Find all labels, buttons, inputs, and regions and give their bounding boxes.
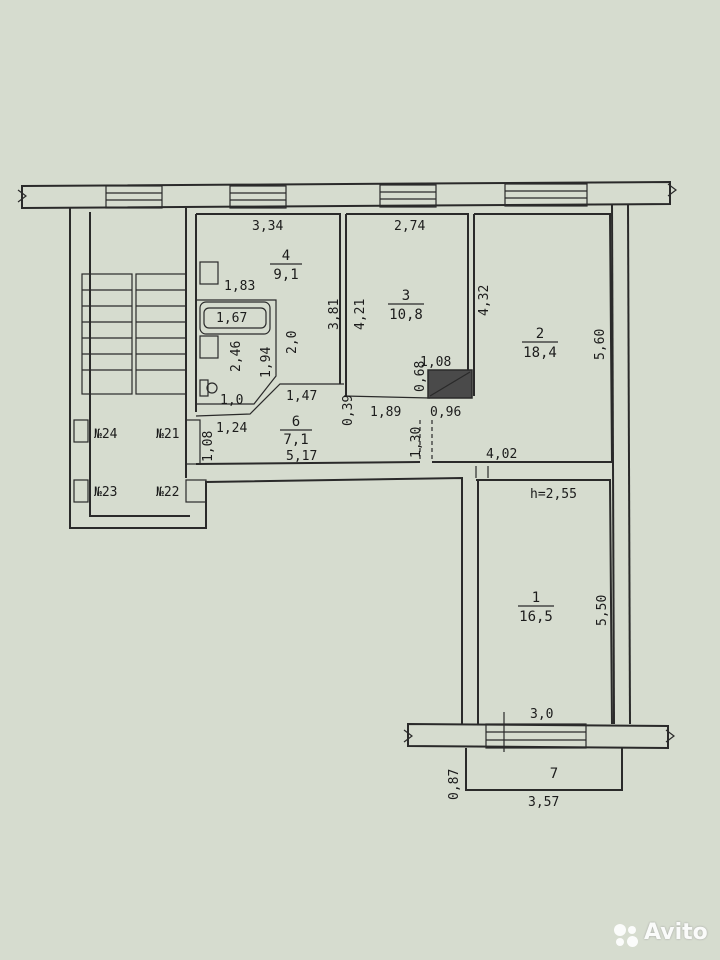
dim-1-67: 1,67 (216, 311, 247, 326)
room-2-area: 18,4 (523, 345, 557, 361)
dim-0-68: 0,68 (413, 361, 428, 392)
room-1-number: 1 (532, 590, 540, 606)
apartment-label-22: №22 (156, 485, 179, 500)
dim-1-94: 1,94 (259, 347, 274, 378)
interior-walls (73, 213, 613, 725)
room-6-number: 6 (292, 414, 300, 430)
dim-3-0: 3,0 (530, 707, 553, 722)
dim-1-89: 1,89 (370, 405, 401, 420)
dim-0-96: 0,96 (430, 405, 461, 420)
dim-5-17: 5,17 (286, 449, 317, 464)
avito-dots-icon (614, 924, 642, 948)
dim-1-30: 1,30 (409, 427, 424, 458)
dim-1-08-left: 1,08 (201, 431, 216, 462)
dim-3-57: 3,57 (528, 795, 559, 810)
dim-0-39: 0,39 (341, 395, 356, 426)
dim-1-24: 1,24 (216, 421, 247, 436)
room-6-area: 7,1 (283, 432, 308, 448)
apartment-number-labels: №24 №21 №23 №22 (94, 427, 179, 500)
dim-1-83: 1,83 (224, 279, 255, 294)
dim-0-87: 0,87 (447, 769, 462, 800)
dim-3-34: 3,34 (252, 219, 283, 234)
dim-1-0: 1,0 (220, 393, 243, 408)
apartment-label-24: №24 (94, 427, 118, 442)
room-4-number: 4 (282, 248, 290, 264)
dim-4-32: 4,32 (477, 285, 492, 316)
dim-5-60: 5,60 (593, 329, 608, 360)
dim-2-46: 2,46 (229, 341, 244, 372)
dim-3-81: 3,81 (327, 299, 342, 330)
room-1-area: 16,5 (519, 609, 553, 625)
watermark-text: Avito (644, 920, 708, 945)
apartment-label-23: №23 (94, 485, 117, 500)
room-3-number: 3 (402, 288, 410, 304)
avito-watermark: Avito (614, 918, 714, 952)
dim-1-47: 1,47 (286, 389, 317, 404)
staircase (81, 208, 187, 478)
dim-2-0: 2,0 (285, 331, 300, 354)
dim-2-74: 2,74 (394, 219, 425, 234)
dim-1-08-top: 1,08 (420, 355, 451, 370)
dimension-labels: 3,34 2,74 1,83 1,67 2,46 1,94 2,0 1,0 3,… (201, 219, 610, 810)
dim-4-21: 4,21 (353, 299, 368, 330)
room-4-area: 9,1 (273, 267, 298, 283)
room-7-number: 7 (550, 766, 558, 782)
room-2-number: 2 (536, 326, 544, 342)
dim-5-50: 5,50 (595, 595, 610, 626)
outer-walls (17, 180, 677, 791)
room-labels: 4 9,1 3 10,8 2 18,4 6 7,1 1 16,5 7 (270, 248, 558, 782)
apartment-label-21: №21 (156, 427, 179, 442)
dim-4-02: 4,02 (486, 447, 517, 462)
room-3-area: 10,8 (389, 307, 423, 323)
dim-ceiling-height: h=2,55 (530, 487, 577, 502)
